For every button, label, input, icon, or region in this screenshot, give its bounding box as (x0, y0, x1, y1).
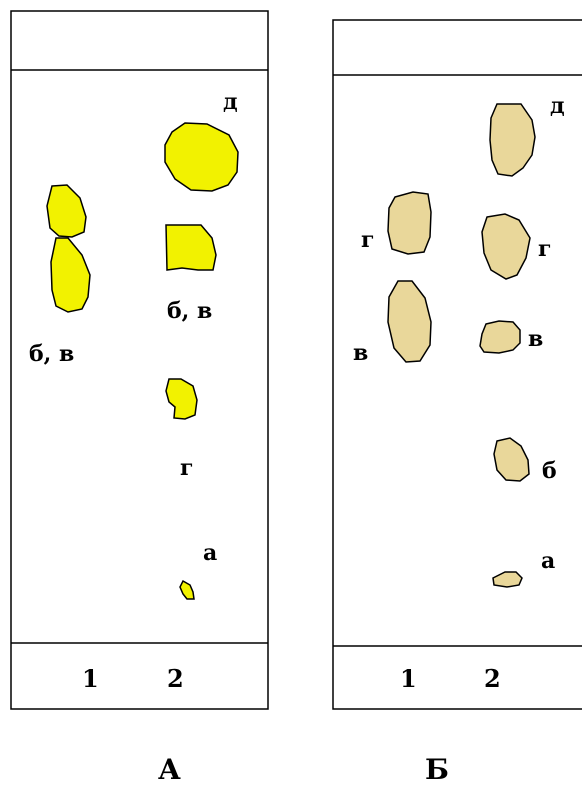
plate-a-label-lane1-bv: б, в (29, 341, 74, 367)
plate-b-lane-number-1: 1 (400, 664, 417, 693)
plate-b-lane-number-2: 2 (484, 664, 501, 693)
plate-a-lane1-spot-upper (46, 184, 87, 238)
plate-a-frame (10, 10, 269, 710)
plate-b-lane2-spot-a (492, 571, 523, 588)
plate-b-label-lane1-g: г (361, 227, 374, 253)
plate-b-lane1-spot-v (387, 280, 432, 363)
plate-a: б, в д б, в г а 1 2 (10, 10, 269, 710)
plate-b-lane1-spot-g (387, 191, 432, 255)
plate-a-lane1-spot-lower (50, 237, 91, 313)
plate-b-label-lane2-g: г (538, 236, 551, 262)
plate-a-label-lane2-bv: б, в (167, 298, 212, 324)
plate-b-frame (332, 19, 582, 710)
plate-b: г в д г в б а 1 2 (332, 19, 582, 710)
plate-b-label-lane2-d: д (550, 93, 565, 119)
plate-a-lane2-spot-g (165, 378, 198, 420)
plate-b-lane2-spot-b (493, 437, 530, 482)
plate-a-caption: А (158, 753, 181, 786)
plate-a-label-lane2-d: д (223, 89, 238, 115)
plate-a-lane-number-2: 2 (167, 664, 184, 693)
plate-a-label-lane2-g: г (180, 455, 193, 481)
plate-b-lane2-spot-v (479, 320, 521, 354)
plate-b-label-lane2-a: а (541, 548, 555, 574)
plate-a-lane-number-1: 1 (82, 664, 99, 693)
plate-b-label-lane2-v: в (528, 326, 543, 352)
plate-a-lane2-spot-a (179, 579, 195, 600)
plate-b-lane2-spot-g (481, 213, 531, 280)
plate-b-caption: Б (425, 753, 449, 786)
plate-b-label-lane2-b: б (542, 458, 557, 484)
plate-a-lane2-spot-bv (165, 224, 217, 271)
plate-a-lane2-spot-d (164, 122, 239, 192)
plate-a-label-lane2-a: а (203, 540, 217, 566)
plate-b-label-lane1-v: в (353, 340, 368, 366)
plate-b-lane2-spot-d (489, 103, 536, 177)
